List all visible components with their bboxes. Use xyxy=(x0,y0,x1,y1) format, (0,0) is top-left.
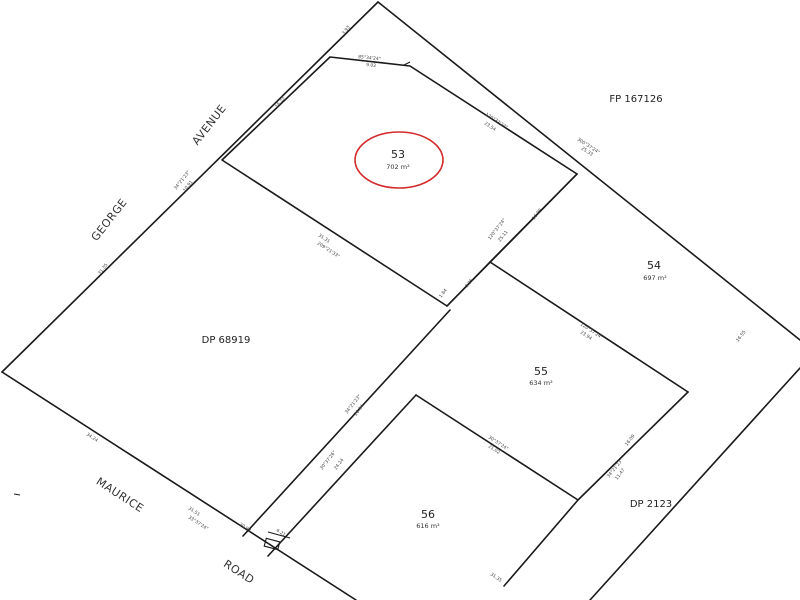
dim-label: 31.35 xyxy=(489,572,503,584)
fp-label: FP 167126 xyxy=(609,94,662,105)
lot54-number: 54 xyxy=(647,259,661,272)
dp2123-label: DP 2123 xyxy=(630,499,672,510)
lot53-highlight xyxy=(354,131,444,189)
maurice-road-frontage xyxy=(1,371,357,600)
road-label-avenue: AVENUE xyxy=(189,102,229,147)
dim-label: 24.24 xyxy=(333,457,346,471)
corner-box-top xyxy=(267,531,291,539)
george-avenue-frontage xyxy=(1,1,379,373)
dp68919-east xyxy=(242,309,451,537)
dim-label: 3.93 xyxy=(341,25,352,37)
lot56-boundary xyxy=(415,394,579,587)
lot55-area: 634 m² xyxy=(529,379,553,387)
dp2123-boundary xyxy=(589,367,800,600)
dim-label: 31.35 xyxy=(97,262,110,276)
lot54-area: 697 m² xyxy=(643,274,667,282)
lot56-number: 56 xyxy=(421,508,435,521)
lot54-boundary xyxy=(489,173,689,393)
stray-mark xyxy=(13,493,21,496)
dp68919-label: DP 68919 xyxy=(202,335,251,346)
dim-label: 33°37'24" xyxy=(187,515,209,532)
lot55-number: 55 xyxy=(534,365,548,378)
dim-label: 0.85 xyxy=(464,278,475,290)
stray-mark xyxy=(403,61,411,66)
lot56-area: 616 m² xyxy=(416,522,440,530)
lot53-area: 702 m² xyxy=(386,163,410,171)
lot55-boundary-b xyxy=(577,391,689,501)
road-label-george: GEORGE xyxy=(89,196,130,244)
road-label-maurice: MAURICE xyxy=(94,475,146,515)
lot55-boundary-a xyxy=(446,261,491,307)
dim-label: 16.55 xyxy=(735,329,748,343)
lot56-west xyxy=(267,394,417,557)
dim-label: 1.84 xyxy=(438,288,449,300)
dim-label: 9.02 xyxy=(366,62,377,69)
corner-box xyxy=(263,537,281,551)
lot53-number: 53 xyxy=(391,148,405,161)
lot53-boundary xyxy=(221,56,578,307)
fp-boundary xyxy=(377,1,800,341)
road-label-road: ROAD xyxy=(221,557,257,586)
dim-label: 6.21 xyxy=(275,528,287,539)
dim-label: 85°34'24" xyxy=(358,54,381,62)
